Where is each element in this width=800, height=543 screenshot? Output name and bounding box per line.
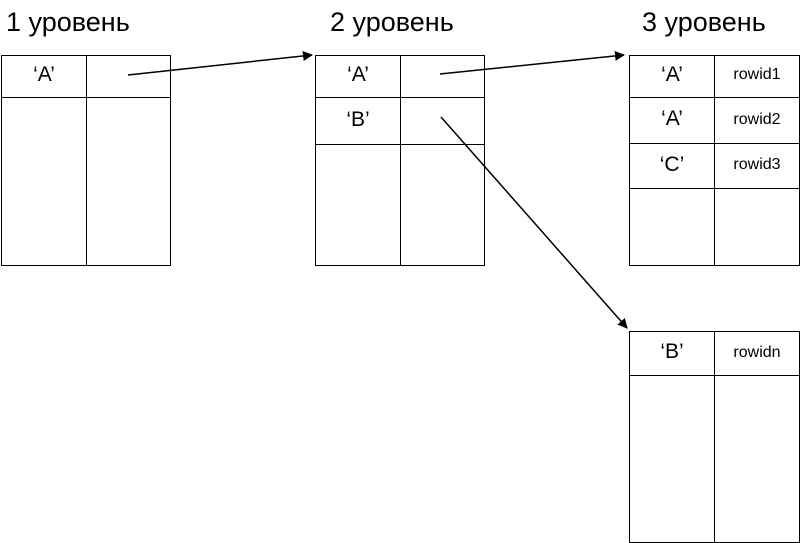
row-divider (630, 97, 799, 98)
row-divider (630, 375, 799, 376)
rowid-cell: rowid3 (733, 156, 781, 173)
column-divider (714, 56, 715, 265)
row-divider (630, 188, 799, 189)
key-cell: ‘A’ (347, 63, 369, 86)
pointer-arrow-l2a-to-leaf1 (439, 50, 625, 75)
level-3-leaf-node: ‘A’ rowid1 ‘A’ rowid2 ‘C’ rowid3 (629, 55, 800, 266)
key-cell: ‘C’ (659, 153, 685, 176)
level-3-title: 3 уровень (642, 7, 766, 37)
rowid-cell: rowid2 (733, 111, 781, 128)
key-cell: ‘A’ (661, 107, 683, 130)
row-divider (2, 97, 170, 98)
column-divider (714, 332, 715, 542)
rowid-cell: rowid1 (733, 66, 781, 83)
level-2-node: ‘A’ ‘B’ (315, 55, 485, 266)
level-1-title: 1 уровень (6, 7, 130, 37)
level-2-title: 2 уровень (330, 7, 454, 37)
column-divider (86, 56, 87, 265)
row-divider (316, 97, 484, 98)
key-cell: ‘B’ (660, 340, 684, 363)
rowid-cell: rowidn (733, 344, 781, 361)
column-divider (400, 56, 401, 265)
key-cell: ‘A’ (33, 63, 55, 86)
row-divider (630, 143, 799, 144)
key-cell: ‘A’ (661, 63, 683, 86)
row-divider (316, 144, 484, 145)
level-1-node: ‘A’ (1, 55, 171, 266)
level-3-leaf-node: ‘B’ rowidn (629, 331, 800, 543)
pointer-arrow-l2b-to-leaf2 (440, 116, 628, 329)
key-cell: ‘B’ (346, 108, 370, 131)
pointer-arrow-l1-to-l2 (127, 51, 313, 76)
